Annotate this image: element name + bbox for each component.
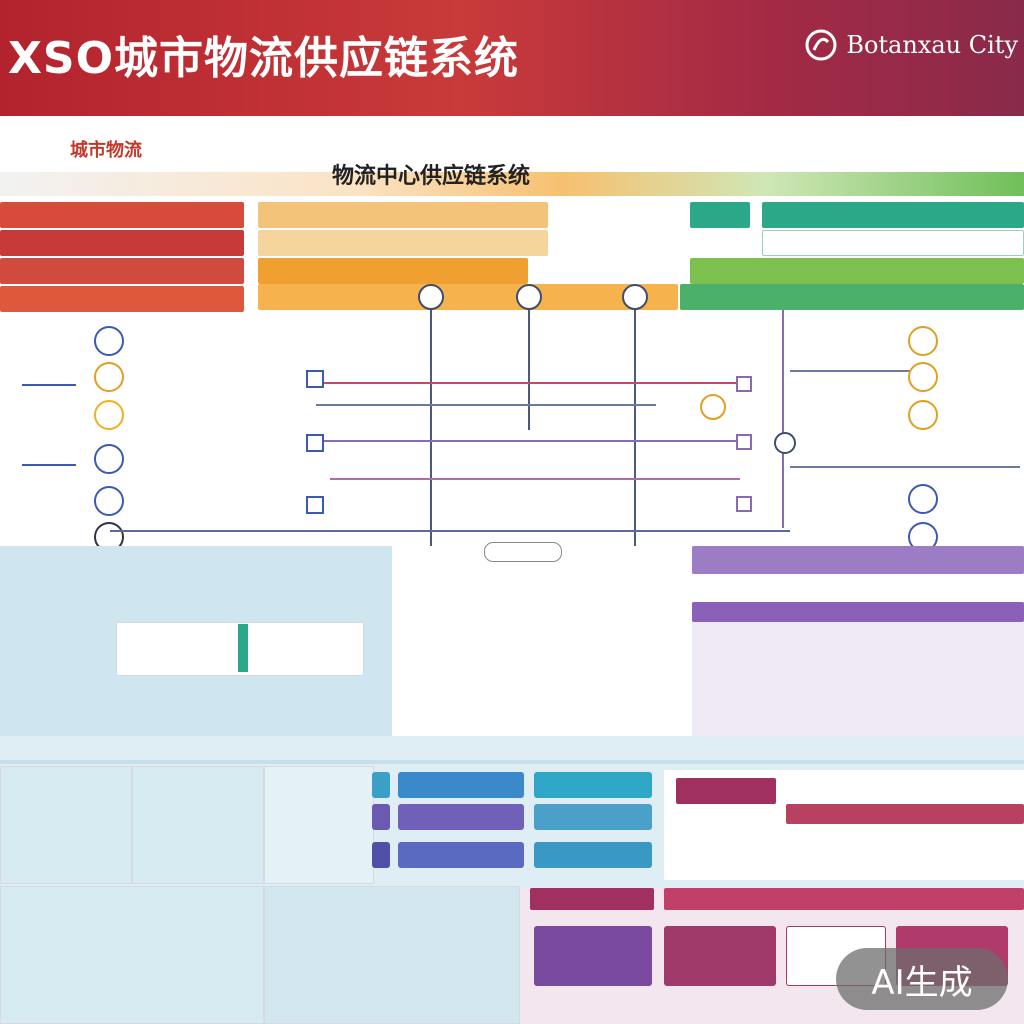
truck-icon <box>94 362 124 392</box>
bottom-tab-1[interactable] <box>530 888 654 910</box>
marker-square-2 <box>306 434 324 452</box>
right-teal-block <box>690 202 750 228</box>
title-strip <box>0 172 1024 196</box>
tag-2 <box>372 804 390 830</box>
flow-hline-3 <box>316 440 736 442</box>
flow-hline-2 <box>316 404 656 406</box>
option-button-6[interactable] <box>534 842 652 868</box>
flow-hline-1 <box>316 382 752 384</box>
right-green-bar-1 <box>690 258 1024 284</box>
center-section-title: 物流中心供应链系统 <box>332 164 531 189</box>
center-orange-bar-2 <box>258 230 548 256</box>
header-banner <box>0 0 1024 116</box>
flow-line-3 <box>634 300 636 680</box>
flow-node-4 <box>700 394 726 420</box>
center-orange-bar-3 <box>258 258 528 284</box>
page-title: XSO城市物流供应链系统 <box>8 33 520 84</box>
brand-logo: Botanxau City <box>804 28 1018 62</box>
brand-circle-icon <box>805 29 837 61</box>
box-icon <box>94 400 124 430</box>
option-button-3[interactable] <box>398 804 524 830</box>
bottom-divider <box>0 760 1024 764</box>
right-teal-bar-2 <box>762 230 1024 256</box>
left-red-bar-3 <box>0 258 244 284</box>
option-button-4[interactable] <box>534 804 652 830</box>
flow-node-7 <box>774 432 796 454</box>
left-red-bar-1 <box>0 202 244 228</box>
bottom-card-2[interactable] <box>664 926 776 986</box>
marker-square-3 <box>306 496 324 514</box>
right-stats-header <box>692 546 1024 574</box>
ship-icon <box>94 486 124 516</box>
right-stats-row-1 <box>692 574 1024 602</box>
marker-square-4 <box>736 376 752 392</box>
flow-hline-5 <box>110 530 790 532</box>
map-label-pill <box>484 542 562 562</box>
flow-node-3 <box>622 284 648 310</box>
center-orange-bar-1 <box>258 202 548 228</box>
marker-square-6 <box>736 496 752 512</box>
flow-hline-4 <box>330 478 740 480</box>
bottom-card-1[interactable] <box>534 926 652 986</box>
flow-hline-7 <box>790 466 1020 468</box>
grid-cell-1 <box>0 766 132 884</box>
left-section-title: 城市物流 <box>70 140 142 161</box>
left-red-bar-4 <box>0 286 244 312</box>
center-orange-bar-4 <box>258 284 678 310</box>
bulb-icon <box>908 362 938 392</box>
option-button-2[interactable] <box>534 772 652 798</box>
grid-cell-4 <box>264 766 374 884</box>
bottom-tab-2[interactable] <box>664 888 1024 910</box>
marker-square-1 <box>306 370 324 388</box>
flow-hline-6 <box>790 370 910 372</box>
right-teal-bar-1 <box>762 202 1024 228</box>
marker-square-5 <box>736 434 752 450</box>
tag-3 <box>372 842 390 868</box>
right-stats-row-2 <box>692 602 1024 622</box>
brand-name: Botanxau City <box>846 31 1018 59</box>
flow-node-2 <box>516 284 542 310</box>
chart-icon <box>908 484 938 514</box>
pin-icon <box>908 326 938 356</box>
grid-cell-2 <box>132 766 264 884</box>
people-icon <box>908 400 938 430</box>
option-button-5[interactable] <box>398 842 524 868</box>
flow-line-2 <box>528 300 530 430</box>
bottom-right-tag <box>676 778 776 804</box>
flow-node-1 <box>418 284 444 310</box>
left-connector-2 <box>22 464 76 466</box>
ai-generated-badge: AI生成 <box>836 948 1008 1010</box>
left-connector-1 <box>22 384 76 386</box>
tag-1 <box>372 772 390 798</box>
left-red-bar-2 <box>0 230 244 256</box>
grid-cell-5 <box>264 886 520 1024</box>
grid-cell-3 <box>0 886 264 1024</box>
flow-line-4 <box>782 310 784 528</box>
right-green-bar-2 <box>680 284 1024 310</box>
center-map-panel <box>392 546 692 736</box>
option-button-1[interactable] <box>398 772 524 798</box>
bottom-right-header <box>786 804 1024 824</box>
warehouse-icon <box>94 444 124 474</box>
globe-icon <box>94 326 124 356</box>
flow-line-1 <box>430 300 432 680</box>
left-info-card-accent <box>238 624 248 672</box>
